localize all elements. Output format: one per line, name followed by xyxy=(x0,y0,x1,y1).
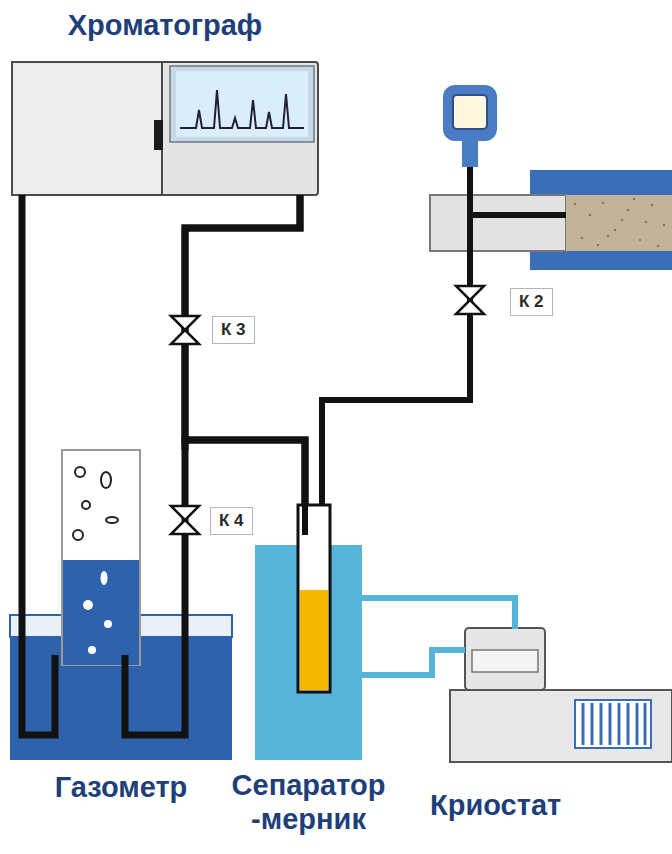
drawing-part xyxy=(639,239,642,242)
tube-stub xyxy=(450,647,465,653)
drawing-part xyxy=(663,224,666,227)
valve-symbol xyxy=(171,506,199,534)
gas-line xyxy=(185,195,305,505)
valve-label: К 4 xyxy=(210,507,253,535)
chromatograph-body xyxy=(12,62,318,195)
drawing-part xyxy=(621,219,624,222)
gasometer-unit: Газометр xyxy=(8,450,234,760)
drawing-part xyxy=(614,229,617,232)
drawing-part xyxy=(609,703,612,745)
gas-cylinder xyxy=(62,450,140,665)
chromatograph-drawing xyxy=(12,62,318,195)
holder-cap xyxy=(430,195,566,251)
drawing-part xyxy=(582,703,585,745)
drawing-part xyxy=(651,204,654,207)
drawing-part xyxy=(627,703,630,745)
valve-symbol xyxy=(456,286,484,314)
drawing-part xyxy=(82,501,90,509)
drawing-part xyxy=(581,237,584,240)
chromatograph-panel xyxy=(12,62,162,195)
valve-label: К 3 xyxy=(212,316,255,344)
core-holder-drawing xyxy=(322,85,672,535)
water-bubbles xyxy=(83,571,112,654)
drawing-part xyxy=(75,467,85,477)
cryostat-drawing xyxy=(450,625,672,762)
grille-bars xyxy=(583,703,645,745)
unit-caption: Сепаратор -мерник xyxy=(210,768,407,836)
valve-label: К 2 xyxy=(510,288,553,316)
drawing-part xyxy=(645,221,648,224)
drawing-part xyxy=(101,571,108,585)
gauge-stem xyxy=(462,141,478,167)
tube-stub xyxy=(512,625,518,629)
coolant-tube xyxy=(362,650,450,675)
drawing-part xyxy=(104,620,112,628)
screen xyxy=(176,71,308,137)
k4-pipe xyxy=(125,450,185,735)
gasometer-drawing xyxy=(10,450,232,760)
pump-unit xyxy=(465,628,545,690)
drawing-part xyxy=(574,203,577,206)
drawing-part xyxy=(602,202,605,205)
drawing-part xyxy=(607,235,610,238)
drawing-part xyxy=(83,600,93,610)
gasometer-inlet-pipe xyxy=(22,450,55,735)
gas-bubbles xyxy=(73,467,118,540)
drawing-part xyxy=(73,530,83,540)
gas-line xyxy=(19,195,26,450)
sand-texture xyxy=(574,198,666,248)
cylinder-water xyxy=(63,560,139,665)
chromatograph-unit: Хроматограф xyxy=(12,8,318,195)
drawing-part xyxy=(627,209,630,212)
separator-drawing xyxy=(255,505,362,760)
drawing-part xyxy=(589,214,592,217)
cryostat-body xyxy=(450,690,672,762)
tube-inlet xyxy=(302,505,308,535)
pressure-gauge xyxy=(443,85,497,141)
unit-caption: Криостат xyxy=(430,788,630,822)
unit-heading: Хроматограф xyxy=(12,8,318,42)
screen-frame xyxy=(170,66,314,142)
separated-liquid xyxy=(300,590,328,690)
chromatograph-slot xyxy=(154,120,163,150)
drawing-part xyxy=(591,703,594,745)
drawing-part xyxy=(88,646,96,654)
drawing-part xyxy=(618,703,621,745)
gas-line xyxy=(185,195,300,450)
cryostat-unit: Криостат xyxy=(450,625,672,760)
cryostat-grille xyxy=(575,700,651,748)
core-sample xyxy=(566,195,672,251)
holder-inlet-pipe xyxy=(470,212,566,218)
drawing-part xyxy=(106,517,118,523)
separator-unit: Сепаратор -мерник xyxy=(255,505,362,760)
drawing-part xyxy=(600,703,603,745)
separator-tube xyxy=(298,505,330,692)
drawing-part xyxy=(597,244,600,247)
pump-band xyxy=(472,650,538,672)
k2-pipe xyxy=(322,167,470,535)
gauge-display xyxy=(453,95,487,129)
drawing-part xyxy=(101,472,111,488)
coolant-tube xyxy=(362,598,515,625)
unit-caption: Газометр xyxy=(8,770,234,804)
drawing-part xyxy=(657,245,660,248)
drawing-part xyxy=(633,198,636,201)
gas-line xyxy=(185,440,305,505)
chromatogram-peaks xyxy=(180,90,304,128)
drawing-part xyxy=(644,703,647,745)
valve-symbol xyxy=(171,316,199,344)
drawing-part xyxy=(636,703,639,745)
